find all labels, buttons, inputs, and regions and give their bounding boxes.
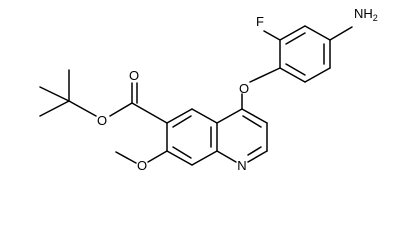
methoxy-oxygen-label: O — [137, 158, 147, 173]
amine-label: NH2 — [354, 6, 378, 23]
methoxy-group — [115, 150, 168, 164]
carbonyl-oxygen-label: O — [129, 68, 139, 83]
amine-nh-text: NH — [354, 6, 373, 21]
ester-oxygen-label: O — [97, 113, 107, 128]
ring-nitrogen-label: N — [237, 158, 246, 173]
fluoroaminophenyl-ring — [263, 25, 353, 83]
ether-oxygen-label: O — [239, 81, 249, 96]
ether-link — [241, 67, 281, 110]
chemical-structure: N O F NH2 — [39, 6, 378, 173]
amine-subscript-text: 2 — [373, 13, 378, 23]
tert-butyl-ester — [39, 69, 168, 124]
quinoline-benzo-ring — [166, 108, 218, 166]
quinoline-pyridine-ring — [216, 108, 268, 163]
fluorine-label: F — [256, 14, 264, 29]
